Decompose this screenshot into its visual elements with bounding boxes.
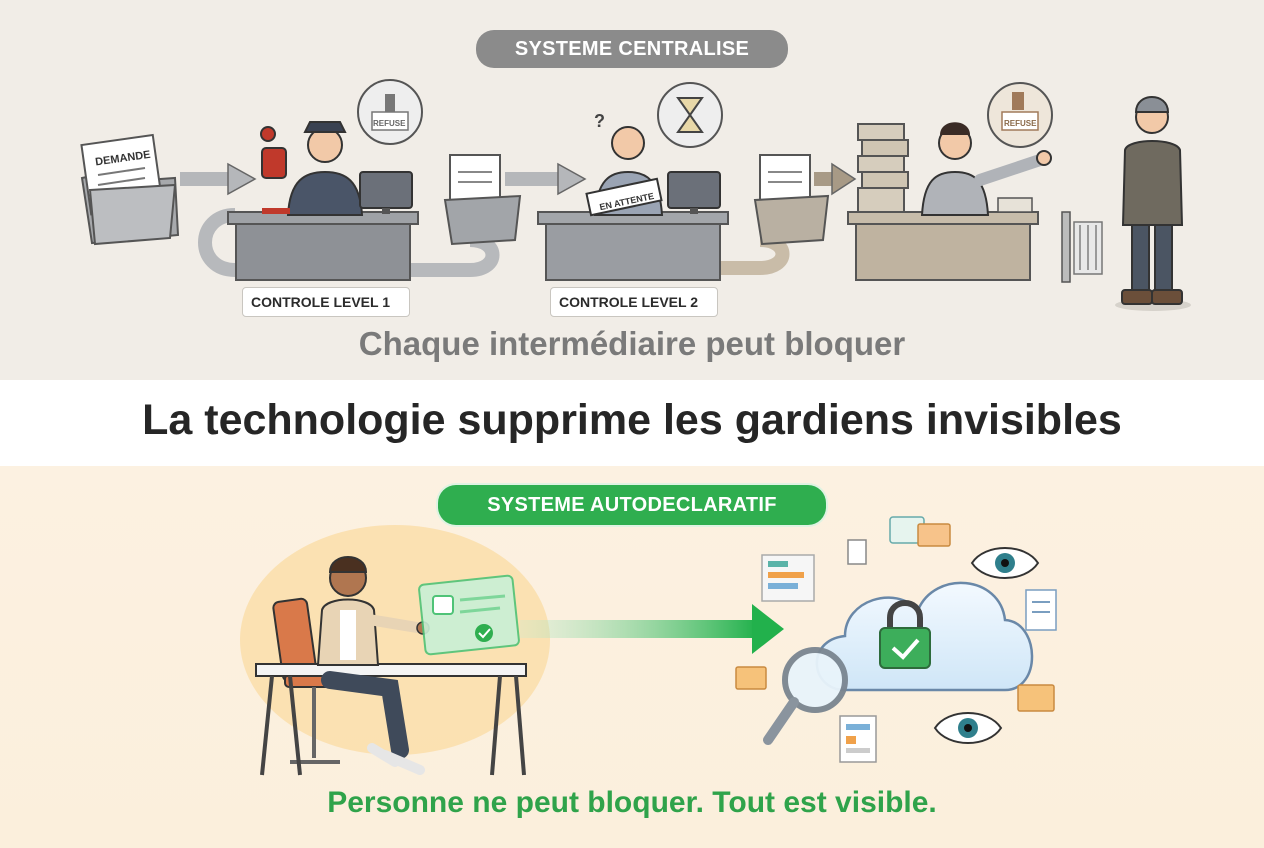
eye-icon-bottom <box>933 712 1003 744</box>
stamp-label-3: REFUSE <box>1004 119 1037 128</box>
chat-window-icon <box>889 516 951 547</box>
desk-icon <box>255 663 527 776</box>
headline-band <box>0 380 1264 466</box>
document-icon-2 <box>1025 589 1057 631</box>
self-declarative-system-badge: SYSTEME AUTODECLARATIF <box>438 485 826 525</box>
self-declarative-panel <box>0 466 1264 848</box>
eye-icon-top <box>970 547 1040 579</box>
magnifier-icon <box>763 647 848 745</box>
desk-level-1 <box>227 211 419 281</box>
officer-3-figure <box>920 122 1052 216</box>
monitor-2-icon <box>667 171 721 214</box>
top-caption: Chaque intermédiaire peut bloquer <box>358 325 906 362</box>
document-icon-1 <box>847 539 867 565</box>
conveyor-pipe-1 <box>198 208 500 277</box>
document-folder-2-icon <box>443 154 522 246</box>
officer-1-figure <box>260 121 364 216</box>
control-level-2-label: CONTROLE LEVEL 2 <box>550 287 718 317</box>
headline: La technologie supprime les gardiens inv… <box>142 396 1122 444</box>
hourglass-bubble-icon <box>657 82 723 148</box>
folder-icon-left <box>735 666 767 690</box>
stamp-label-1: REFUSE <box>373 119 406 128</box>
bottom-caption: Personne ne peut bloquer. Tout est visib… <box>327 786 937 819</box>
document-folder-3-icon <box>753 154 830 246</box>
data-list-icon <box>761 554 815 602</box>
monitor-1-icon <box>359 171 413 214</box>
turnstile-gate-icon <box>1061 211 1103 283</box>
form-card-icon <box>839 715 877 763</box>
arrow-2-icon <box>505 162 587 196</box>
holographic-form-icon <box>418 574 520 656</box>
desk-level-2 <box>537 211 729 281</box>
desk-level-3 <box>847 211 1039 281</box>
paper-stack-icon <box>857 123 909 213</box>
officer-2-figure <box>585 126 664 217</box>
cloud-lock-icon <box>815 581 1034 692</box>
control-level-1-label: CONTROLE LEVEL 1 <box>242 287 410 317</box>
question-mark: ? <box>594 111 605 131</box>
centralized-system-badge: SYSTEME CENTRALISE <box>476 30 788 68</box>
refuse-bubble-icon <box>357 79 423 145</box>
arrow-1-icon <box>180 162 257 196</box>
refuse-bubble-2-icon <box>987 82 1053 148</box>
arrow-3-icon <box>814 162 857 196</box>
waiting-person-figure <box>1115 96 1191 311</box>
demande-folder-icon <box>80 133 180 246</box>
green-arrow-icon <box>520 604 784 654</box>
folder-icon-right <box>1017 684 1055 712</box>
